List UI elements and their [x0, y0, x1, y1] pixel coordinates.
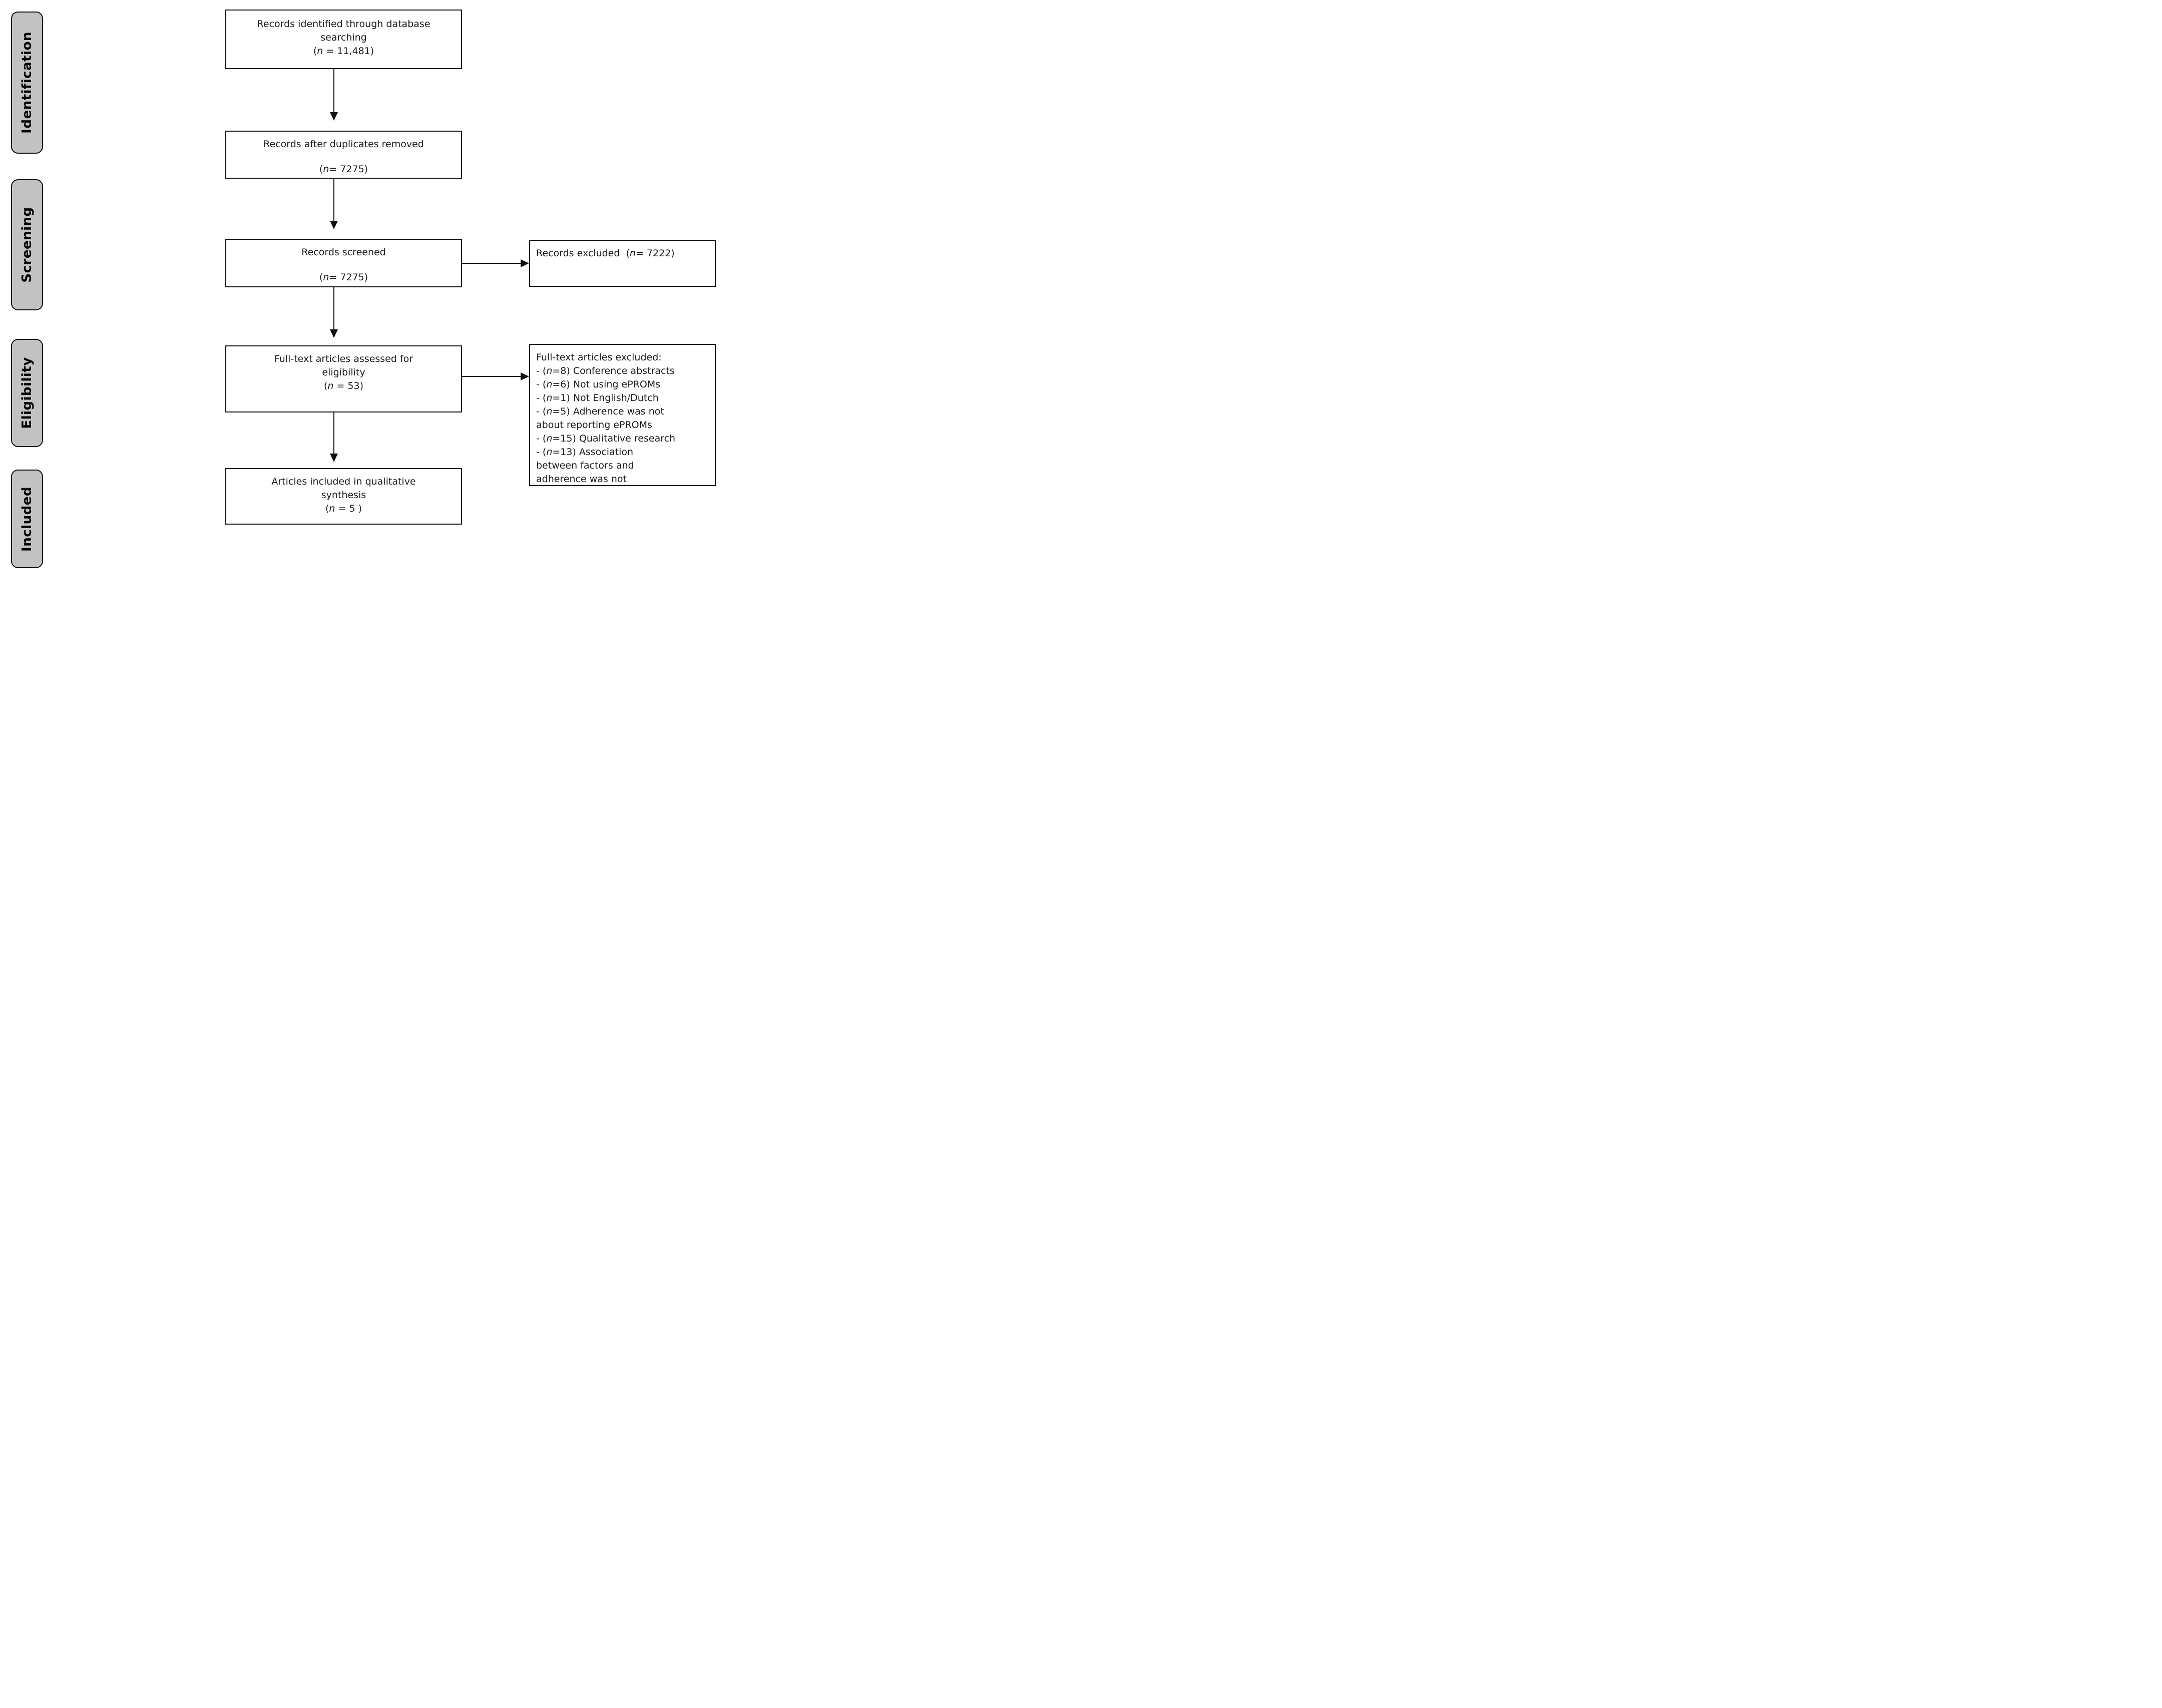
- box-fulltext-assessed-line2: eligibility: [322, 367, 365, 378]
- box-duplicates-removed: Records after duplicates removed (n= 727…: [225, 131, 462, 179]
- box-fulltext-assessed: Full-text articles assessed for eligibil…: [225, 345, 462, 412]
- excluded-reason-item: - (n=15) Qualitative research: [536, 433, 676, 444]
- box-duplicates-removed-count: (n= 7275): [319, 164, 368, 175]
- arrow-down-2-line: [333, 179, 334, 221]
- stage-eligibility-label: Eligibility: [20, 357, 35, 429]
- excluded-reason-item: - (n=1) Not English/Dutch: [536, 392, 659, 403]
- box-fulltext-excluded-title: Full-text articles excluded:: [536, 352, 662, 363]
- arrow-down-4-head: [330, 454, 338, 462]
- excluded-reason-item: - (n=6) Not using ePROMs: [536, 379, 661, 390]
- box-articles-included-line1: Articles included in qualitative: [271, 476, 416, 487]
- box-records-excluded: Records excluded (n= 7222): [529, 240, 716, 287]
- box-fulltext-assessed-line1: Full-text articles assessed for: [274, 353, 413, 364]
- box-records-screened: Records screened (n= 7275): [225, 239, 462, 287]
- box-duplicates-removed-line1: Records after duplicates removed: [263, 139, 424, 150]
- box-records-excluded-text: Records excluded (n= 7222): [536, 248, 675, 259]
- box-fulltext-assessed-count: (n = 53): [323, 380, 364, 391]
- box-articles-included: Articles included in qualitative synthes…: [225, 468, 462, 525]
- stage-included: Included: [11, 470, 43, 568]
- stage-identification: Identification: [11, 12, 43, 154]
- stage-identification-label: Identification: [20, 32, 35, 134]
- stage-included-label: Included: [20, 486, 35, 552]
- arrow-down-1-head: [330, 112, 338, 121]
- box-records-identified-line1: Records identified through database: [257, 19, 430, 30]
- excluded-reason-item: - (n=5) Adherence was not about reportin…: [536, 406, 664, 431]
- arrow-right-excluded-head: [521, 259, 529, 267]
- box-records-screened-count: (n= 7275): [319, 272, 368, 283]
- box-records-identified: Records identified through database sear…: [225, 10, 462, 69]
- stage-screening-label: Screening: [20, 207, 35, 283]
- excluded-reason-item: - (n=8) Conference abstracts: [536, 365, 675, 376]
- box-records-identified-line2: searching: [320, 32, 367, 43]
- excluded-reason-item: - (n=13) Association between factors and…: [536, 447, 634, 485]
- arrow-right-fulltext-excluded-head: [521, 372, 529, 380]
- stage-eligibility: Eligibility: [11, 339, 43, 447]
- arrow-down-3-head: [330, 329, 338, 338]
- prisma-flow-diagram: Identification Screening Eligibility Inc…: [0, 0, 721, 569]
- arrow-right-excluded-line: [462, 263, 521, 264]
- box-records-screened-line1: Records screened: [301, 247, 386, 258]
- arrow-down-2-head: [330, 221, 338, 229]
- arrow-down-1-line: [333, 69, 334, 112]
- stage-screening: Screening: [11, 179, 43, 310]
- arrow-down-3-line: [333, 287, 334, 329]
- arrow-right-fulltext-excluded-line: [462, 376, 521, 377]
- box-articles-included-count: (n = 5 ): [325, 503, 362, 514]
- box-records-identified-count: (n = 11,481): [313, 46, 374, 57]
- box-fulltext-excluded: Full-text articles excluded: - (n=8) Con…: [529, 344, 716, 486]
- arrow-down-4-line: [333, 412, 334, 454]
- box-articles-included-line2: synthesis: [321, 490, 366, 501]
